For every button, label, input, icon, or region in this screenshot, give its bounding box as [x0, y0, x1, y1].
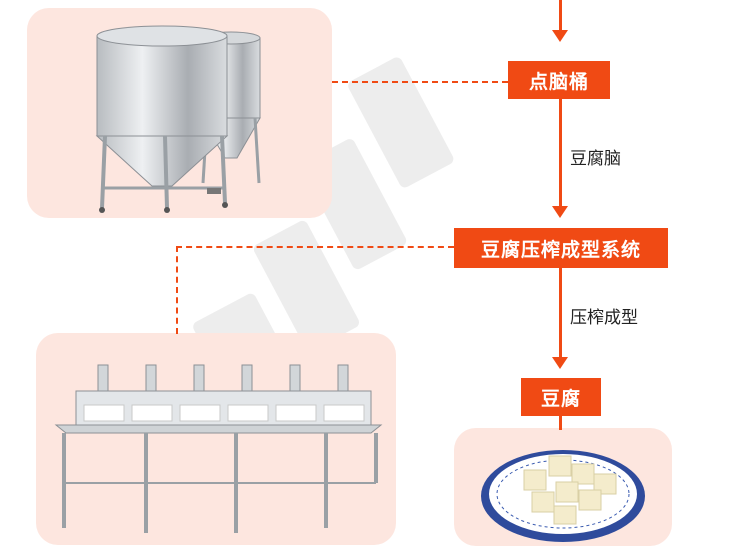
step-label: 豆腐压榨成型系统 — [480, 238, 641, 261]
stainless-steel-tank-image — [95, 25, 261, 213]
tofu-plate-image — [481, 450, 645, 542]
flow-line-3 — [559, 416, 562, 430]
step-label: 点脑桶 — [528, 70, 589, 93]
step-label: 豆腐 — [540, 387, 581, 410]
flow-line-top — [559, 0, 562, 30]
step-tofu: 豆腐 — [521, 378, 601, 416]
step-tofu-press-system: 豆腐压榨成型系统 — [454, 228, 668, 268]
flow-line-1 — [559, 99, 562, 206]
dash-line-step2 — [176, 246, 454, 248]
dash-line-step2-vertical — [176, 246, 178, 334]
tank-image-panel — [27, 8, 332, 218]
transition-label-press-forming: 压榨成型 — [570, 308, 638, 328]
press-image-panel — [36, 333, 396, 545]
arrow-to-step1 — [552, 30, 568, 42]
step-dian-nao-tong: 点脑桶 — [508, 61, 610, 99]
transition-label-tofu-pudding: 豆腐脑 — [570, 149, 621, 169]
tofu-press-machine-image — [54, 364, 383, 533]
flow-line-2 — [559, 268, 562, 358]
dash-line-step1 — [332, 81, 508, 83]
arrow-to-step3 — [552, 357, 568, 369]
arrow-to-step2 — [552, 206, 568, 218]
tofu-image-panel — [454, 428, 672, 546]
